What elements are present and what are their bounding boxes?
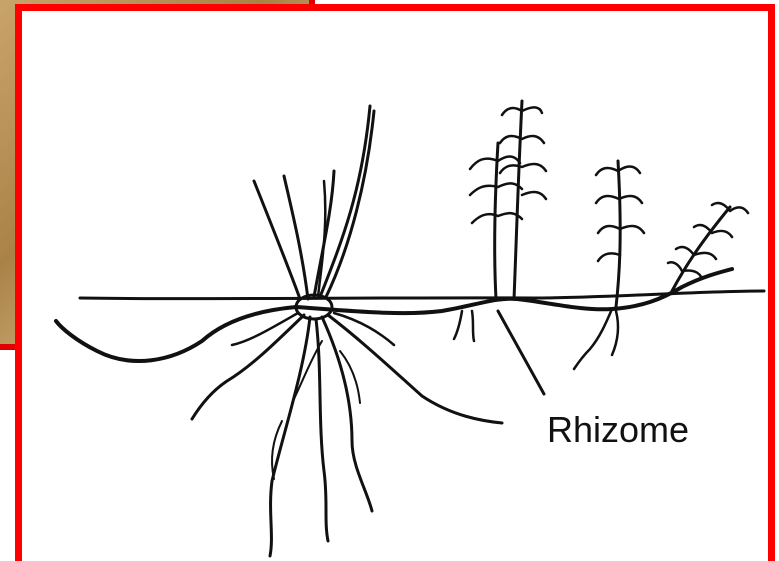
rhizome-illustration bbox=[22, 11, 768, 561]
root-8 bbox=[292, 341, 322, 403]
stem-1-b bbox=[284, 176, 308, 299]
rootlet-2 bbox=[472, 311, 474, 341]
shoot-2-stem bbox=[616, 161, 620, 307]
root-2 bbox=[316, 319, 328, 541]
shoot-3-leaves bbox=[668, 203, 748, 279]
stem-4 bbox=[318, 181, 325, 297]
rhizome-label: Rhizome bbox=[547, 412, 689, 448]
rootlet-1 bbox=[454, 311, 462, 339]
stem-3 bbox=[320, 106, 370, 297]
shoot-2-roots bbox=[574, 309, 618, 369]
root-7 bbox=[334, 313, 394, 345]
shoot-1-leaves bbox=[470, 107, 546, 223]
root-5 bbox=[192, 315, 304, 419]
stem-1 bbox=[254, 181, 300, 299]
rhizome-diagram-card: Rhizome bbox=[15, 4, 775, 561]
root-4 bbox=[328, 315, 502, 423]
shoot-1-stem-b bbox=[514, 101, 522, 299]
rhizome-pointer-line bbox=[498, 311, 544, 394]
shoot-1-stem-a bbox=[495, 143, 498, 299]
